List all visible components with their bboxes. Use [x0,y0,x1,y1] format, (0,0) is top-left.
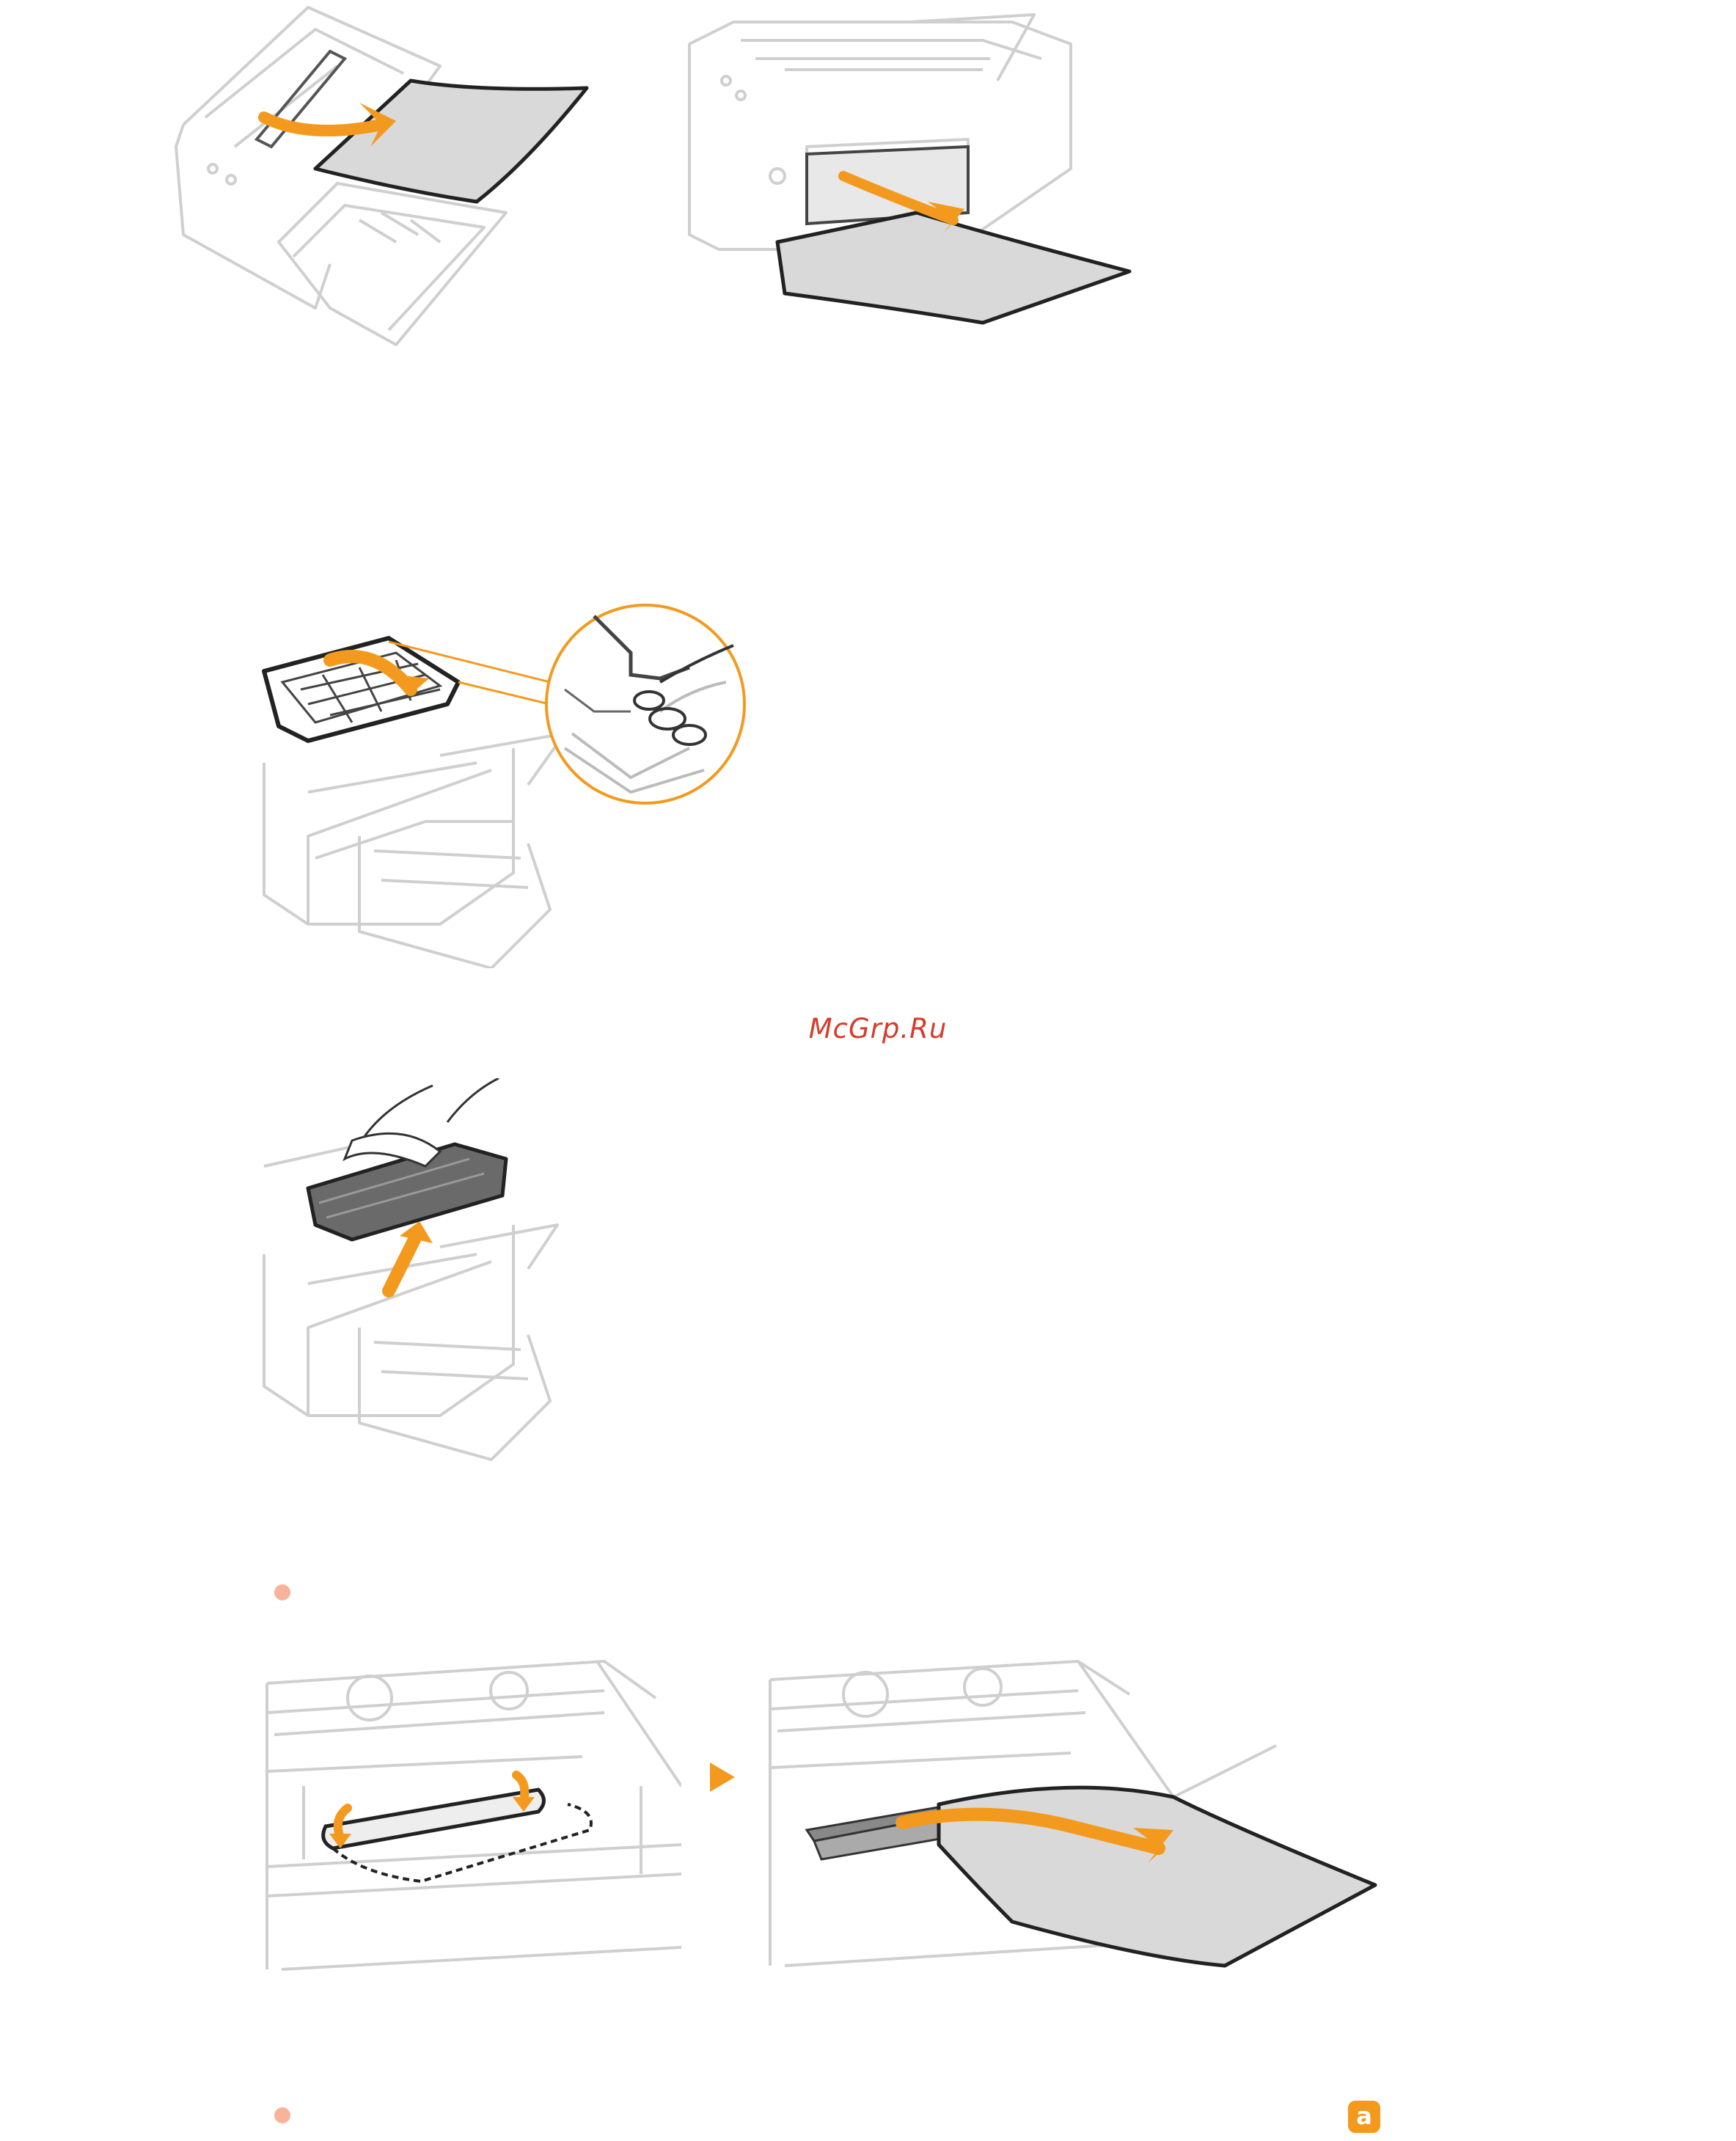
watermark-text: McGrp.Ru [794,1011,962,1047]
remove-paper-top-illustration [161,0,601,352]
step-bullet [274,2107,290,2123]
open-top-cover-illustration [249,601,785,968]
remove-cartridge-illustration [249,1078,572,1467]
callout-badge: a [1348,2101,1380,2133]
next-step-arrow [710,1763,735,1792]
roller-paper-illustration [260,1654,681,1984]
step-bullet [274,1584,290,1600]
remove-paper-front-illustration [675,0,1144,337]
pull-paper-illustration [763,1650,1382,1988]
